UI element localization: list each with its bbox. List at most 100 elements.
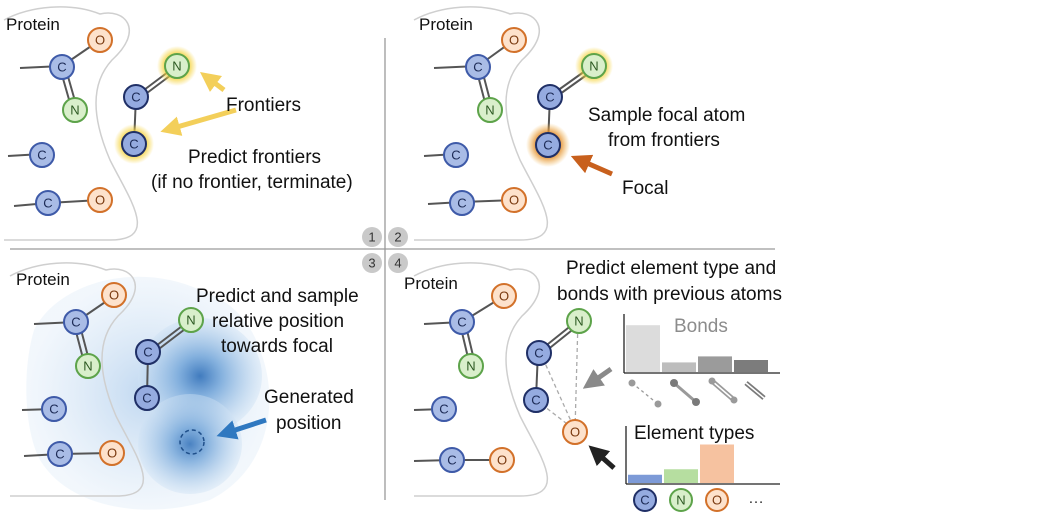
step-badge-4-label: 4 (394, 256, 401, 271)
frontier-arrow (160, 107, 237, 136)
svg-text:C: C (55, 447, 64, 462)
atom-carbon: C (431, 396, 457, 422)
focal-atom-carbon: C (535, 132, 561, 158)
frontier-atom-nitrogen: N (581, 53, 607, 79)
element-nitrogen-icon: N (669, 488, 693, 512)
atom-oxygen: O (87, 187, 113, 213)
step-badges: 1 2 3 4 (362, 227, 408, 273)
panel-predict-position: Protein O C N C C O C N C Predict and sa… (9, 262, 359, 510)
atom-carbon: C (443, 142, 469, 168)
atom-nitrogen: N (178, 307, 204, 333)
atom-nitrogen: N (75, 353, 101, 379)
svg-text:C: C (143, 345, 152, 360)
svg-text:C: C (473, 60, 482, 75)
candidate-bond-line (539, 351, 576, 431)
bond-type-none-icon (628, 379, 662, 408)
atom-nitrogen: N (458, 353, 484, 379)
step-badge-2-label: 2 (394, 230, 401, 245)
svg-text:C: C (543, 138, 552, 153)
panel1-caption-line2: (if no frontier, terminate) (151, 172, 353, 193)
atom-carbon: C (449, 309, 475, 335)
protein-pocket-outline (3, 6, 139, 241)
panel3-caption-line3: towards focal (221, 336, 333, 357)
panel-predict-element-bonds: Protein O C N C C O C N C O Predict elem… (404, 258, 782, 512)
svg-text:N: N (70, 103, 79, 118)
bond-prob-bar-1 (662, 362, 696, 372)
svg-text:C: C (457, 196, 466, 211)
svg-text:N: N (466, 359, 475, 374)
generated-label-line1: Generated (264, 387, 354, 408)
svg-text:C: C (142, 391, 151, 406)
atom-oxygen: O (491, 283, 517, 309)
svg-text:N: N (676, 493, 685, 508)
focal-atom-carbon: C (134, 385, 160, 411)
bonds-chart-title: Bonds (674, 316, 728, 337)
bond-type-single-icon (670, 379, 700, 406)
atom-oxygen: O (489, 447, 515, 473)
step-badge-3 (362, 253, 382, 273)
focal-label: Focal (622, 178, 668, 199)
atom-carbon: C (526, 340, 552, 366)
protein-pocket-outline (413, 262, 549, 497)
svg-text:C: C (129, 137, 138, 152)
focal-arrow (570, 154, 614, 177)
atom-oxygen: O (101, 282, 127, 308)
svg-text:N: N (574, 314, 583, 329)
svg-text:C: C (545, 90, 554, 105)
protein-label: Protein (6, 15, 60, 34)
position-density-hotspot (138, 394, 242, 494)
svg-text:C: C (49, 402, 58, 417)
atom-carbon: C (449, 190, 475, 216)
panel4-caption-line2: bonds with previous atoms (557, 284, 782, 305)
atom-oxygen: O (501, 27, 527, 53)
protein-pocket-outline (413, 6, 549, 241)
atom-carbon: C (47, 441, 73, 467)
atom-carbon: C (439, 447, 465, 473)
svg-text:C: C (43, 196, 52, 211)
svg-text:C: C (447, 453, 456, 468)
svg-text:O: O (509, 33, 519, 48)
bonds-chart: Bonds (623, 314, 780, 408)
generated-position-arrow (216, 417, 267, 440)
atom-carbon: C (49, 54, 75, 80)
element-oxygen-icon: O (705, 488, 729, 512)
svg-text:C: C (534, 346, 543, 361)
step-badge-4 (388, 253, 408, 273)
element-prob-bar-1 (664, 469, 698, 483)
candidate-bond-line (574, 319, 579, 431)
svg-text:O: O (570, 425, 580, 440)
element-chart: Element types C N O … (625, 423, 780, 512)
svg-text:O: O (712, 493, 722, 508)
atom-carbon: C (29, 142, 55, 168)
atom-carbon: C (537, 84, 563, 110)
step-badge-1 (362, 227, 382, 247)
bond-prob-bar-3 (734, 360, 768, 372)
bond-type-aromatic-icon (744, 381, 766, 400)
svg-text:C: C (57, 60, 66, 75)
element-prob-bar-0 (628, 474, 662, 483)
frontier-atom-carbon: C (121, 131, 147, 157)
atom-oxygen: O (99, 440, 125, 466)
svg-text:O: O (497, 453, 507, 468)
svg-text:N: N (589, 59, 598, 74)
bond-prob-bar-0 (626, 325, 660, 372)
atom-carbon: C (135, 339, 161, 365)
bond-prob-bar-2 (698, 356, 732, 372)
panel-predict-frontiers: Protein O C N C C O C N C Frontiers Pred… (3, 6, 353, 241)
atom-carbon: C (465, 54, 491, 80)
element-arrow (588, 445, 616, 470)
element-chart-title: Element types (634, 423, 754, 444)
svg-text:O: O (109, 288, 119, 303)
protein-label: Protein (419, 15, 473, 34)
atom-oxygen: O (87, 27, 113, 53)
bond-type-double-icon (708, 377, 738, 404)
bonds-arrow (582, 366, 613, 389)
atom-nitrogen: N (477, 97, 503, 123)
step-badge-2 (388, 227, 408, 247)
svg-text:O: O (107, 446, 117, 461)
panel3-caption-line2: relative position (212, 311, 344, 332)
atom-nitrogen: N (566, 308, 592, 334)
panel2-caption-line1: Sample focal atom (588, 105, 745, 126)
atom-carbon: C (523, 387, 549, 413)
